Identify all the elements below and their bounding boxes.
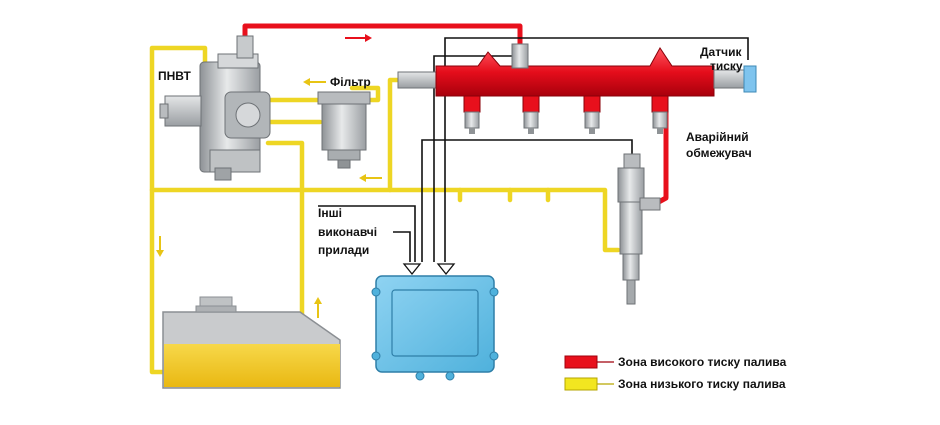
- label-limiter-line1: Аварійний: [686, 130, 749, 144]
- rail-body: [435, 47, 715, 97]
- high-pressure-lines: [242, 23, 669, 207]
- label-actuators-line1: Інші: [318, 206, 342, 220]
- legend-label-low: Зона низького тиску палива: [618, 377, 786, 391]
- label-actuators-line2: виконавчі: [318, 225, 377, 239]
- legend-item-high: Зона високого тиску палива: [564, 355, 787, 369]
- wire-actuators: [393, 231, 411, 262]
- connector-arrow-2: [436, 263, 456, 276]
- arrow-filter-flow: [303, 78, 326, 86]
- legend-label-high: Зона високого тиску палива: [618, 355, 787, 369]
- fuel-tank: [162, 296, 341, 389]
- wire-actuators-upper: [318, 205, 416, 262]
- flow-arrows: [156, 34, 382, 318]
- rail-inlet-fitting: [397, 71, 439, 89]
- rail-injectors: [463, 95, 669, 134]
- label-filter: Фільтр: [330, 75, 371, 89]
- high-pressure-pump: [159, 35, 271, 181]
- arrow-down-to-tank: [156, 236, 164, 257]
- return-line-outer: [149, 45, 208, 375]
- injector-return-stubs: [457, 187, 551, 203]
- arrow-high-pressure-flow: [345, 34, 372, 42]
- tank-supply-line: [265, 140, 305, 321]
- wire-pressure-sensor: [444, 37, 749, 262]
- arrow-up-from-tank: [314, 297, 322, 318]
- pump-to-rail-line: [242, 23, 523, 51]
- low-pressure-main-line: [149, 187, 621, 253]
- wire-limiter: [421, 139, 633, 262]
- arrow-return-flow: [359, 174, 382, 182]
- fuel-filter: [317, 91, 371, 169]
- label-sensor-line2: тиску: [710, 59, 743, 73]
- control-unit: [371, 263, 499, 381]
- legend-item-low: Зона низького тиску палива: [564, 377, 786, 391]
- tank-fuel: [164, 344, 340, 387]
- rail-return-line: [387, 77, 403, 193]
- legend-swatch-low: [564, 377, 598, 391]
- ecu-body: [375, 275, 495, 373]
- label-sensor-line1: Датчик: [700, 45, 742, 59]
- pressure-limiter: [617, 153, 661, 305]
- legend-swatch-high: [564, 355, 598, 369]
- fuel-rail: [397, 43, 757, 134]
- legend: Зона високого тиску палива Зона низького…: [564, 355, 787, 391]
- label-pump: ПНВТ: [158, 69, 192, 83]
- label-limiter-line2: обмежувач: [686, 146, 752, 160]
- label-actuators-line3: прилади: [318, 243, 369, 257]
- connector-arrow-1: [402, 263, 422, 276]
